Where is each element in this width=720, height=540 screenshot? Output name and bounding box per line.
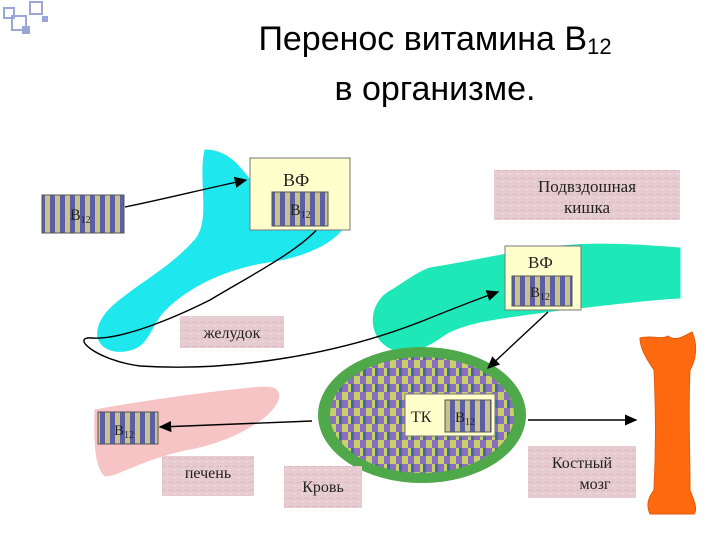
b12-source-label: В12 [70, 207, 91, 226]
corner-decoration [0, 0, 60, 45]
title-line-1-subscript: 12 [587, 34, 612, 59]
blood-b12-label: В12 [455, 410, 475, 428]
ileum-label-line-1: Подвздошная [538, 177, 636, 196]
blood-label-box: Кровь [284, 466, 362, 508]
ileum-label-box: Подвздошная кишка [494, 170, 680, 220]
blood-tk-label: ТК [411, 409, 432, 426]
ileum-label-line-2: кишка [564, 198, 610, 217]
blood-tk-box: ТК В12 [404, 393, 496, 437]
ileum-b12-label: В12 [530, 285, 550, 303]
arrow-stomach-to-ileum [83, 211, 500, 368]
stomach-b12-label: В12 [290, 202, 311, 221]
blood-label: Кровь [302, 479, 344, 496]
arrow-source-to-stomach [124, 176, 248, 208]
stomach-vf-label: ВФ [283, 170, 309, 190]
liver-b12-box: В12 [97, 411, 159, 445]
slide-title: Перенос витамина В12 в организме. [200, 18, 670, 110]
title-line-1-text: Перенос витамина В [258, 20, 588, 58]
liver-label: печень [185, 465, 231, 482]
title-line-2: в организме. [334, 70, 536, 108]
square-bullet-icon [3, 1, 48, 34]
ileum-vf-box: ВФ В12 [504, 245, 582, 311]
marrow-label-line-2: мозг [579, 476, 610, 493]
ileum-vf-label: ВФ [528, 253, 553, 272]
marrow-bone-shape [639, 331, 697, 515]
liver-label-box: печень [162, 456, 254, 496]
marrow-label-box: Костный мозг [528, 446, 636, 498]
arrow-blood-to-liver [158, 420, 313, 433]
arrow-ileum-to-blood [486, 311, 549, 369]
liver-b12-label: В12 [114, 423, 134, 441]
stomach-label-box: желудок [180, 316, 284, 348]
marrow-label-line-1: Костный [552, 455, 613, 472]
title-line-1: Перенос витамина В12 [200, 18, 670, 68]
stomach-vf-box: ВФ В12 [249, 157, 351, 231]
liver-shape [94, 386, 280, 477]
stomach-label: желудок [203, 325, 261, 342]
b12-source-box: В12 [41, 194, 125, 234]
